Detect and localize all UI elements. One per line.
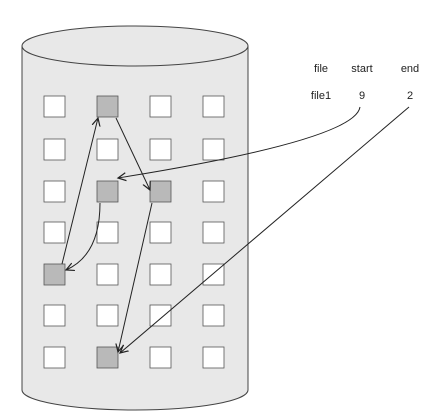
disk-block-grid	[43, 95, 225, 369]
free-block	[149, 304, 172, 327]
free-block	[202, 95, 225, 118]
free-block	[202, 304, 225, 327]
cell-file: file1	[311, 90, 331, 102]
arrow-lower-left-to-top	[61, 118, 98, 265]
header-end: end	[401, 63, 419, 75]
allocated-block	[96, 95, 119, 118]
free-block	[202, 180, 225, 203]
free-block	[43, 346, 66, 369]
free-block	[149, 263, 172, 286]
free-block	[202, 138, 225, 161]
free-block	[43, 180, 66, 203]
arrow-block-chain-down	[118, 202, 153, 352]
free-block	[202, 221, 225, 244]
free-block	[202, 346, 225, 369]
free-block	[43, 138, 66, 161]
free-block	[96, 221, 119, 244]
header-start: start	[351, 63, 372, 75]
arrow-block-to-lower-left	[66, 202, 101, 270]
disk-top	[21, 25, 249, 67]
allocated-block	[96, 180, 119, 203]
allocated-block	[96, 346, 119, 369]
cell-end: 2	[407, 90, 413, 102]
free-block	[149, 221, 172, 244]
allocated-block	[149, 180, 172, 203]
arrow-directory-start-to-block-9	[118, 106, 361, 178]
free-block	[43, 304, 66, 327]
pointer-arrows	[61, 106, 410, 353]
free-block	[96, 138, 119, 161]
free-block	[96, 263, 119, 286]
allocated-block	[43, 263, 66, 286]
directory-table: file start end file1 9 2	[311, 63, 419, 102]
free-block	[96, 304, 119, 327]
disk-body	[21, 46, 249, 411]
free-block	[149, 95, 172, 118]
free-block	[149, 138, 172, 161]
cell-start: 9	[359, 90, 365, 102]
free-block	[43, 95, 66, 118]
disk-cylinder	[21, 25, 249, 411]
header-file: file	[314, 63, 328, 75]
arrow-block-9-to-next	[115, 117, 150, 190]
free-block	[149, 346, 172, 369]
arrow-directory-end-to-block-2	[120, 106, 410, 353]
free-block	[43, 221, 66, 244]
